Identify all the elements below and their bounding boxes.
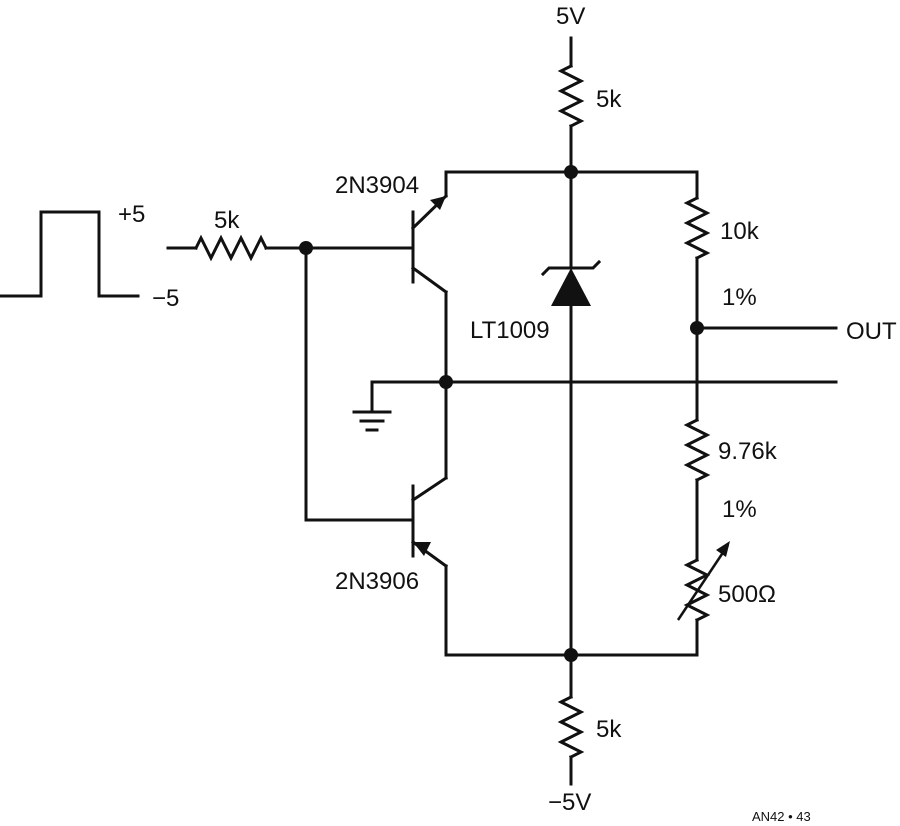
pnp-transistor	[410, 380, 449, 657]
pulse-low-label: −5	[152, 285, 179, 312]
divider-lower-tolerance: 1%	[722, 496, 757, 523]
top-supply-resistor-label: 5k	[596, 86, 622, 113]
input-resistor-label: 5k	[214, 207, 240, 234]
pnp-label: 2N3906	[335, 568, 419, 595]
npn-label: 2N3904	[335, 172, 419, 199]
pnp-base-wire	[304, 246, 415, 522]
divider-upper-resistor	[683, 170, 711, 398]
lt1009-label: LT1009	[470, 317, 550, 344]
input-resistor	[166, 234, 308, 262]
divider-lower-label: 9.76k	[718, 438, 778, 465]
trim-potentiometer	[676, 541, 730, 657]
output-label: OUT	[846, 318, 897, 345]
bottom-supply-resistor	[557, 653, 585, 786]
pulse-high-label: +5	[118, 201, 145, 228]
bottom-supply-label: −5V	[548, 789, 591, 816]
bottom-supply-resistor-label: 5k	[596, 716, 622, 743]
figure-id: AN42 • 43	[752, 809, 811, 824]
ground-junction-dot	[439, 375, 453, 389]
lt1009-reference	[540, 170, 602, 657]
input-pulse-waveform	[0, 210, 140, 298]
npn-transistor	[410, 170, 449, 384]
divider-upper-tolerance: 1%	[722, 284, 757, 311]
ground-symbol	[352, 380, 392, 432]
trim-pot-label: 500Ω	[718, 581, 776, 608]
divider-lower-resistor	[683, 394, 711, 558]
top-supply-label: 5V	[556, 3, 585, 30]
top-supply-resistor	[557, 36, 585, 174]
divider-upper-label: 10k	[720, 218, 760, 245]
